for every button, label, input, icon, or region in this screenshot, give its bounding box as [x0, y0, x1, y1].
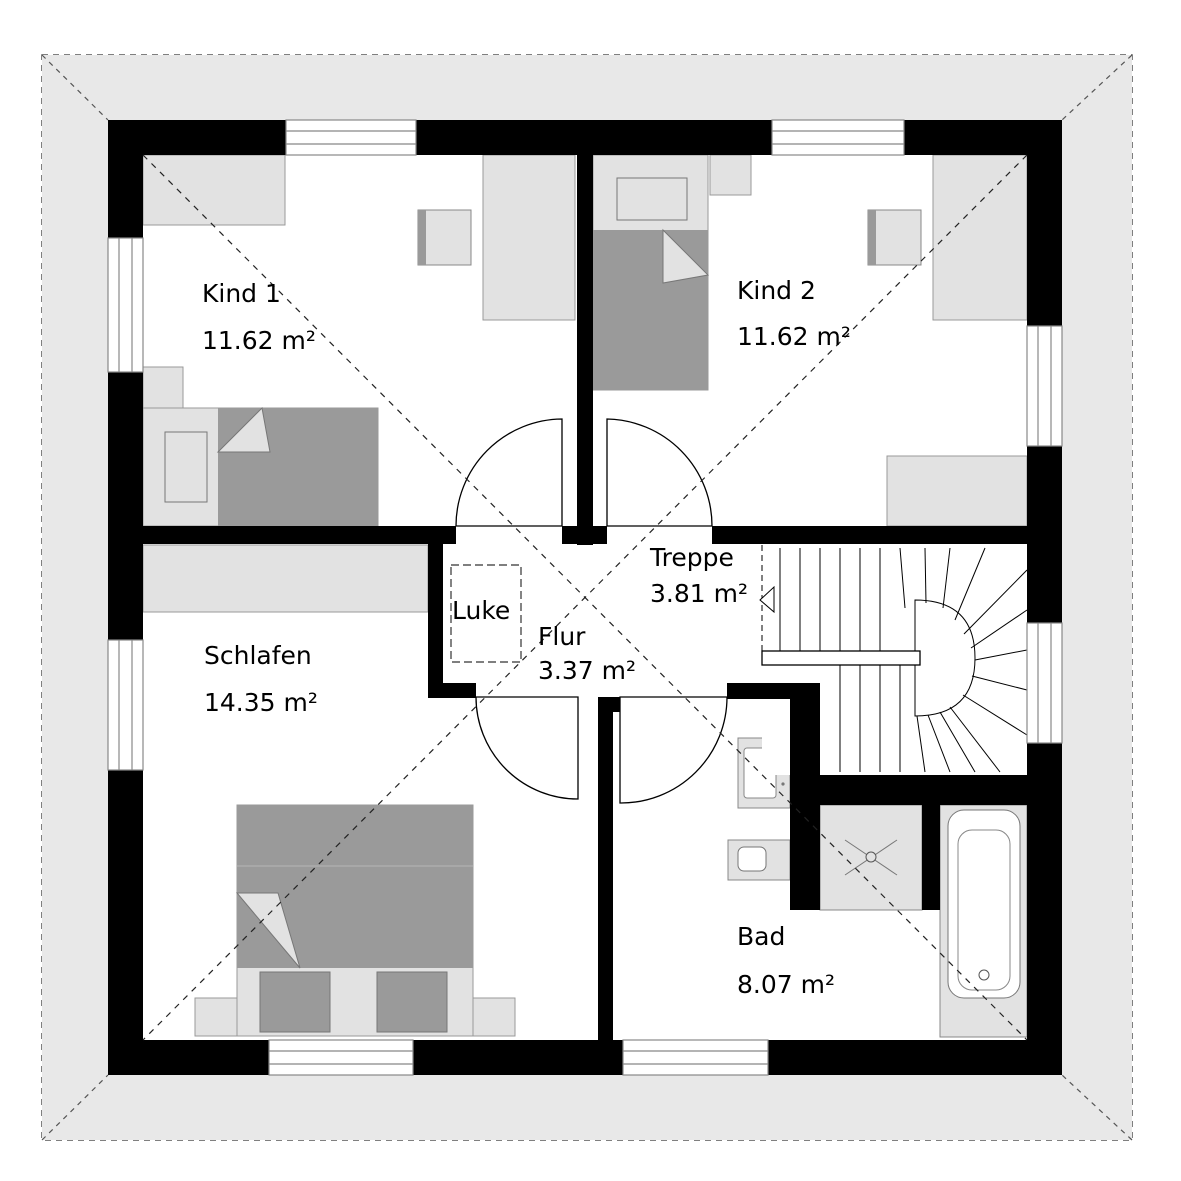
room-name-kind1: Kind 1 [202, 279, 281, 308]
bed-blanket [218, 408, 378, 526]
chair [417, 209, 472, 266]
window-bottom-schlafen [268, 1039, 414, 1076]
room-area-treppe: 3.81 m² [650, 579, 748, 608]
furniture-kind2 [592, 154, 1028, 527]
wall-kind1-schlafen [143, 526, 456, 544]
door-bad [619, 696, 728, 804]
window-left-schlafen [107, 639, 144, 771]
wall-schlafen-bad [598, 697, 613, 1040]
wall-left-2 [108, 372, 143, 640]
room-area-kind1: 11.62 m² [202, 326, 316, 355]
roof-right-slope [1062, 55, 1132, 1140]
wall-bottom-mid [413, 1040, 623, 1075]
hatch-label: Luke [452, 596, 510, 625]
room-labels: Kind 1 11.62 m² Kind 2 11.62 m² Schlafen… [202, 276, 851, 999]
roof-ridge-lines [142, 154, 1028, 1041]
stair-direction-arrow [759, 585, 775, 614]
doors [455, 418, 728, 804]
wall-right-1 [1027, 120, 1062, 326]
bed-blanket [237, 805, 473, 968]
room-area-schlafen: 14.35 m² [204, 688, 318, 717]
wall-stub-flur [598, 697, 620, 712]
wall-flur-stub [562, 526, 607, 544]
wall-bad-top [727, 683, 820, 699]
wall-bottom-right [768, 1040, 1062, 1075]
wall-luke-bottom [428, 683, 476, 698]
wall-top-mid [416, 120, 772, 155]
roof-top-slope [42, 55, 1132, 120]
pillow-left [259, 971, 331, 1033]
nightstand-right [472, 997, 516, 1037]
wardrobe [142, 154, 286, 226]
desk [932, 154, 1028, 321]
room-name-treppe: Treppe [649, 543, 734, 572]
wall-stair-bottom [805, 775, 1027, 805]
window-left-kind1 [107, 237, 144, 373]
wall-kinder-divider [577, 155, 593, 545]
windows [107, 119, 1063, 1076]
room-name-schlafen: Schlafen [204, 641, 312, 670]
blanket-fold [235, 892, 301, 969]
window-right-kind2 [1026, 325, 1063, 447]
furniture-kind1 [142, 154, 576, 527]
roof-left-slope [42, 55, 108, 1140]
chair-back [868, 210, 876, 265]
pillow-right [376, 971, 448, 1033]
pillow [616, 177, 688, 221]
wardrobe [886, 455, 1028, 527]
wall-bath-divider [922, 805, 940, 910]
room-name-flur: Flur [538, 622, 586, 651]
door-schlafen [475, 696, 579, 800]
blanket-fold [662, 228, 710, 284]
furniture-bad [727, 737, 1028, 1038]
room-area-kind2: 11.62 m² [737, 322, 851, 351]
room-area-bad: 8.07 m² [737, 970, 835, 999]
nightstand-left [194, 997, 238, 1037]
room-name-kind2: Kind 2 [737, 276, 816, 305]
chair [867, 209, 922, 266]
wall-right-3 [1027, 743, 1062, 1075]
desk [482, 154, 576, 321]
window-bottom-bad [622, 1039, 769, 1076]
window-right-stair [1026, 622, 1063, 744]
nightstand [142, 366, 184, 410]
window-top-kind2 [771, 119, 905, 156]
nightstand [709, 154, 752, 196]
room-area-flur: 3.37 m² [538, 656, 636, 685]
wall-left-3 [108, 770, 143, 1075]
chair-back [418, 210, 426, 265]
wardrobe [142, 544, 429, 613]
wall-right-2 [1027, 446, 1062, 623]
door-kind1 [455, 418, 563, 527]
wall-luke-left [428, 526, 443, 698]
pillow [164, 431, 208, 503]
wall-kind2-flur [712, 526, 1027, 544]
window-top-kind1 [285, 119, 417, 156]
room-name-bad: Bad [737, 922, 785, 951]
door-kind2 [606, 418, 713, 527]
bed-blanket [593, 230, 708, 390]
wall-left-1 [108, 120, 143, 238]
blanket-fold [216, 406, 271, 453]
roof-bottom-slope [42, 1075, 1132, 1140]
walls [108, 120, 1062, 1075]
